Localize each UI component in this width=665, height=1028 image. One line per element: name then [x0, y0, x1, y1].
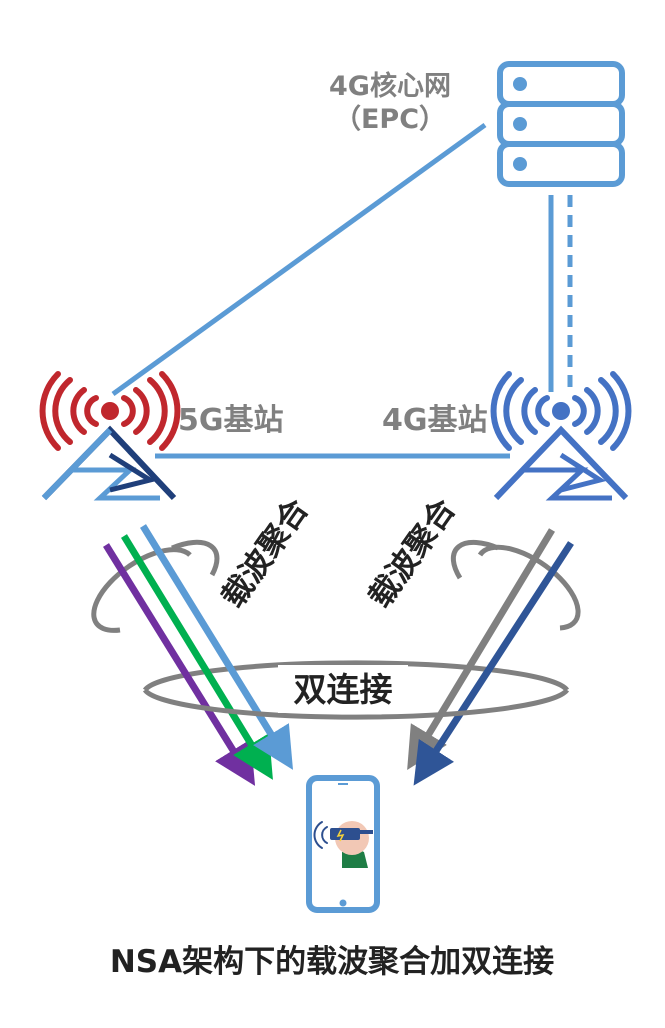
core-network-label: 4G核心网	[329, 70, 451, 102]
4g-base-station-label: 4G基站	[382, 403, 488, 438]
vr-user-icon	[330, 821, 373, 868]
dual-connectivity-ring-front	[142, 688, 570, 720]
diagram-title: NSA架构下的载波聚合加双连接	[110, 944, 554, 980]
dual-connectivity-label: 双连接	[294, 670, 393, 709]
4g-base-station-icon	[490, 371, 632, 501]
link-epc-to-5g	[111, 122, 487, 397]
5g-base-station-label: 5G基站	[178, 403, 284, 438]
5g-base-station-icon	[39, 371, 181, 501]
left-carrier-aggregation-ring	[91, 539, 220, 633]
left-carrier-aggregation-label: 载波聚合	[215, 492, 316, 614]
right-carrier-aggregation-label: 载波聚合	[362, 492, 463, 614]
dual-connectivity-ring-back	[142, 660, 570, 692]
dual-label-backdrop	[278, 665, 408, 713]
server-icon	[497, 61, 625, 187]
epc-label: （EPC）	[334, 104, 446, 135]
right-carrier-aggregation-ring	[450, 539, 581, 631]
signal-icon	[313, 821, 328, 849]
